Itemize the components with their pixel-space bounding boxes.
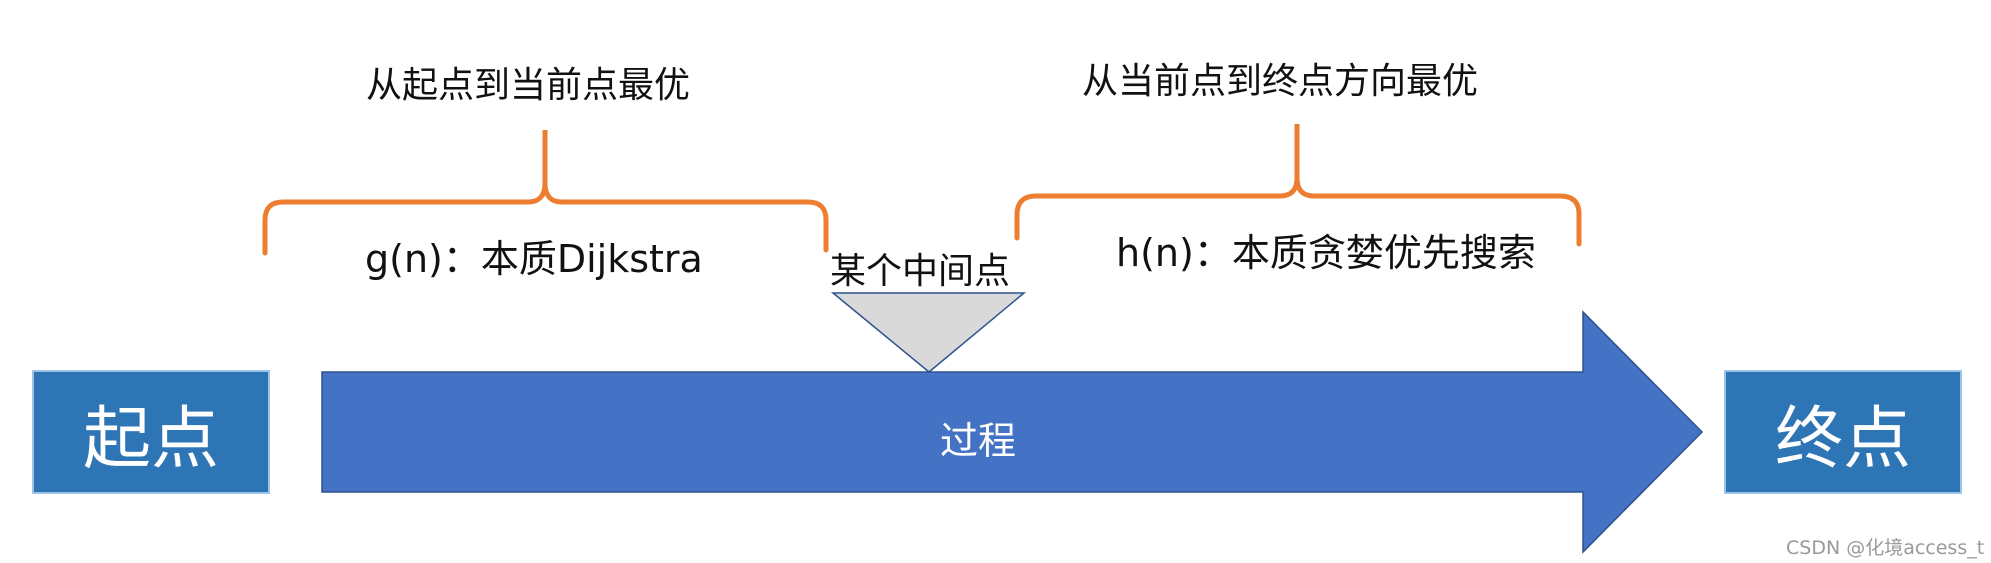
- watermark: CSDN @化境access_t: [1786, 537, 1985, 559]
- midpoint-label: 某个中间点: [830, 251, 1011, 292]
- left-section-formula: g(n)：本质Dijkstra: [365, 237, 703, 281]
- end-label: 终点: [1774, 399, 1911, 479]
- process-arrow: [321, 310, 1704, 554]
- left-section-title: 从起点到当前点最优: [366, 65, 691, 106]
- right-brace: [1014, 124, 1582, 247]
- process-label: 过程: [940, 419, 1017, 463]
- start-label: 起点: [82, 399, 219, 479]
- right-section-formula: h(n)：本质贪婪优先搜索: [1116, 231, 1536, 275]
- right-section-title: 从当前点到终点方向最优: [1082, 61, 1479, 102]
- left-brace: [262, 130, 829, 256]
- end-node: 终点: [1724, 370, 1962, 494]
- start-node: 起点: [32, 370, 270, 494]
- midpoint-marker: [830, 292, 1027, 373]
